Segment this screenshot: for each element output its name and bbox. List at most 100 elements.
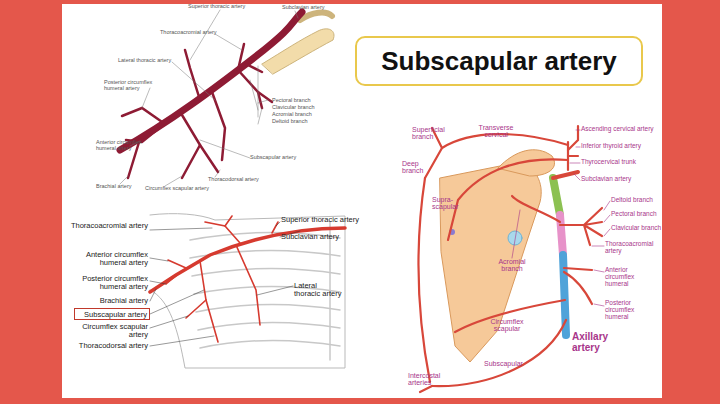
part-label: Clavicular branch: [272, 105, 315, 111]
artery-branch: [448, 159, 568, 240]
part-label: Anterior circumflex humeral: [605, 267, 657, 287]
leader-line: [165, 176, 182, 186]
artery-branch: [236, 245, 260, 325]
leader-line: [604, 201, 610, 236]
artery-branch: [564, 272, 592, 304]
leader-lines: [150, 222, 300, 346]
leader-lines: [512, 130, 610, 306]
artery-branches: [166, 216, 278, 342]
part-label: Superior thoracic artery: [281, 216, 359, 224]
rib: [198, 322, 340, 330]
highlight-box: Subscapular artery: [74, 308, 150, 320]
leader-line: [258, 66, 259, 117]
leader-line: [257, 286, 293, 295]
leader-line: [150, 316, 188, 328]
leader-line: [200, 140, 250, 158]
artery-branch: [420, 386, 432, 392]
part-label: Subscapular artery: [250, 155, 296, 161]
artery-branch: [568, 126, 578, 150]
rib: [200, 340, 340, 348]
artery-branch: [166, 271, 182, 284]
part-label: Circumflex scapular artery: [145, 186, 209, 192]
part-label: Thoracoacromial artery: [605, 241, 657, 255]
part-label: Clavicular branch: [611, 225, 661, 232]
leader-line: [258, 108, 262, 124]
leader-line: [120, 176, 128, 184]
part-label: Circumflex scapular artery: [68, 323, 148, 339]
artery-branch: [185, 50, 200, 100]
artery-branch: [419, 178, 430, 382]
leader-line: [276, 222, 280, 226]
part-label: Thoracoacromial artery: [68, 222, 148, 230]
leader-line: [576, 147, 580, 148]
artery-branch: [584, 208, 602, 245]
leader-line: [142, 88, 150, 108]
part-label: Posterior circumflex humeral: [605, 300, 657, 320]
artery-branch: [568, 155, 578, 157]
artery-branch: [258, 92, 272, 102]
artery-branch: [186, 300, 206, 318]
leader-line: [574, 174, 580, 180]
part-label: Deltoid branch: [272, 119, 307, 125]
part-label: Thoracodorsal artery: [208, 177, 259, 183]
part-label: Subclavian artery: [282, 5, 325, 11]
leader-line: [576, 130, 580, 131]
artery-branch: [560, 224, 584, 226]
rib: [196, 304, 340, 312]
part-label: Circumflex scapular: [486, 318, 528, 333]
part-label: Thoracoacromial artery: [160, 30, 217, 36]
part-label: Subclavian artery: [281, 233, 339, 241]
part-label: Brachial artery: [96, 184, 131, 190]
leader-line: [594, 270, 604, 272]
part-label: Posterior circumflex humeral artery: [104, 80, 166, 92]
artery-branch: [168, 260, 186, 268]
torso-outline: [150, 214, 345, 368]
artery-branch: [512, 196, 560, 222]
part-label: Posterior circumflex humeral artery: [68, 275, 148, 291]
leader-lines: [120, 10, 298, 186]
leader-line: [150, 289, 156, 301]
part-label: Brachial artery: [68, 297, 148, 305]
leader-line: [215, 34, 242, 50]
part-label: Inferior thyroid artery: [581, 143, 641, 150]
acromion-bone: [498, 150, 555, 176]
leader-line: [150, 336, 214, 346]
artery-branch: [182, 145, 200, 178]
leader-line: [150, 290, 204, 314]
artery-branches: [122, 44, 272, 178]
axillary-part: [553, 178, 560, 215]
part-label: Superficial branch: [412, 126, 452, 141]
leader-line: [150, 228, 212, 230]
artery-branch: [212, 92, 225, 160]
artery-branch: [225, 216, 232, 226]
part-label: Intercostal arteries: [408, 372, 448, 387]
subclavian-artery: [553, 172, 578, 178]
leader-line: [594, 304, 604, 306]
leader-line: [150, 281, 166, 284]
leader-line: [295, 11, 298, 18]
node-text: Subscapular artery: [84, 310, 147, 319]
part-label: Superior thoracic artery: [188, 4, 245, 10]
part-label: Deltoid branch: [611, 197, 653, 204]
title-box: Subscapular artery: [355, 36, 643, 86]
part-label: Lateral thoracic artery: [294, 282, 342, 298]
artery-branch: [564, 268, 592, 270]
title-text: Subscapular artery: [381, 46, 617, 77]
part-label: Acromial branch: [494, 258, 530, 273]
leader-line: [172, 62, 215, 100]
part-label: Supra-scapular: [432, 196, 464, 211]
clavicle-bone: [262, 29, 334, 74]
part-label: Deep branch: [402, 160, 432, 175]
artery-branch: [272, 222, 278, 233]
artery-branch: [205, 222, 240, 243]
part-label: Pectoral branch: [611, 211, 657, 218]
glenoid-joint: [508, 231, 522, 245]
part-label: Axillary artery: [572, 332, 618, 353]
part-label: Thoracodorsal artery: [68, 342, 148, 350]
part-label: Subclavian artery: [581, 176, 631, 183]
rib: [192, 268, 340, 276]
part-label: Thyrocervical trunk: [581, 159, 636, 166]
part-label: Pectoral branch: [272, 98, 311, 104]
artery-branch: [182, 115, 218, 172]
top-illustration: [120, 10, 334, 186]
